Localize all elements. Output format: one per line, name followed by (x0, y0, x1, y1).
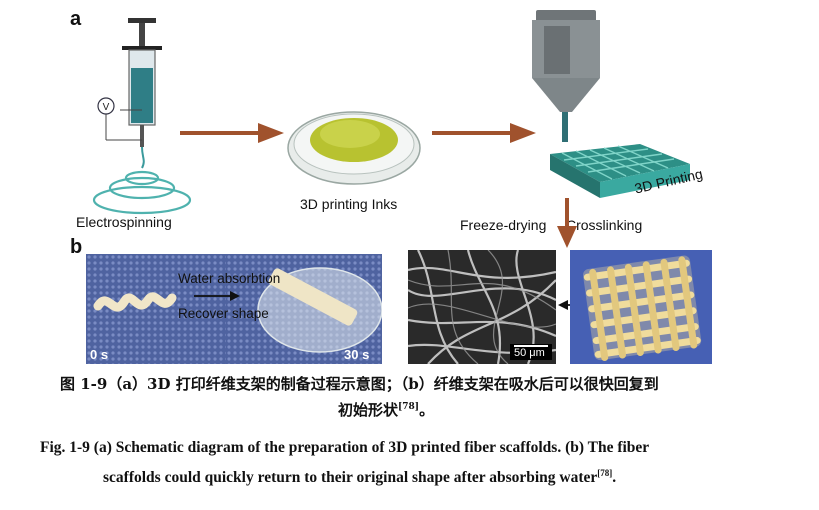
timestamp-0s: 0 s (90, 347, 109, 362)
mesh-background-2 (226, 254, 382, 364)
arrow-right-icon (194, 291, 240, 301)
syringe-solution (131, 68, 153, 123)
caption-en-text: scaffolds could quickly return to their … (103, 469, 598, 486)
printer-nozzle (562, 112, 568, 142)
mesh-background (86, 254, 226, 364)
photo-0s: 0 s (86, 254, 226, 364)
label-crosslinking: Crosslinking (566, 217, 643, 233)
printer-cone (532, 78, 600, 112)
scaffold-side-right (600, 164, 690, 198)
label-recover-shape: Recover shape (178, 306, 269, 321)
3d-printer-illustration (532, 10, 690, 198)
fiber-spiral-2 (108, 176, 176, 200)
arrow-2-icon (432, 123, 536, 143)
sem-fibers (408, 250, 556, 364)
caption-en-line2: scaffolds could quickly return to their … (103, 467, 617, 487)
scaffold-side-left (550, 154, 600, 198)
recovered-scaffold (268, 268, 358, 326)
scale-bar-label: 50 μm (514, 347, 545, 359)
arrow-down-icon (557, 198, 577, 248)
caption-cn-line1: 图 1-9（a）3D 打印纤维支架的制备过程示意图；（b）纤维支架在吸水后可以很… (60, 375, 659, 393)
caption-en-line1: Fig. 1-9 (a) Schematic diagram of the pr… (40, 439, 650, 456)
syringe-needle (140, 125, 144, 147)
voltage-source-icon (97, 97, 115, 115)
label-freeze-drying: Freeze-drying (460, 217, 547, 233)
petri-dish-illustration (287, 111, 421, 185)
fiber-jet (141, 146, 145, 169)
scaffold-top (550, 144, 690, 182)
label-printing-inks: 3D printing Inks (300, 196, 398, 212)
lattice-scaffold (570, 250, 712, 364)
electrospinning-illustration: V (92, 18, 192, 215)
fiber-spiral-3 (92, 185, 192, 215)
syringe-plunger-handle (128, 18, 156, 23)
photo-30s: 30 s (226, 254, 382, 364)
syringe-plunger-rod (139, 23, 145, 47)
printer-cap (536, 10, 596, 22)
caption-cn-line2: 初始形状[78]。 (338, 399, 434, 420)
caption-cn-text: 初始形状 (338, 401, 399, 419)
label-water-absorption: Water absorbtion (178, 271, 281, 286)
timestamp-30s: 30 s (344, 347, 370, 362)
compressed-scaffold (93, 292, 177, 312)
voltage-symbol: V (103, 102, 110, 113)
panel-a-letter: a (70, 8, 82, 30)
caption-cn-ref: [78] (398, 402, 420, 412)
caption-cn-end: 。 (419, 401, 435, 419)
sem-image: 50 μm (408, 250, 556, 364)
label-electrospinning: Electrospinning (76, 214, 172, 230)
syringe-flange (122, 46, 162, 50)
caption-en-end: . (612, 469, 617, 486)
caption-en-ref: [78] (597, 467, 613, 478)
scaffold-grid (561, 145, 675, 180)
scaffold-photo (570, 250, 712, 364)
ink-powder-highlight (320, 120, 380, 148)
arrow-1-icon (180, 123, 284, 143)
panel-b-letter: b (70, 236, 83, 258)
scale-bar-box (510, 344, 552, 360)
fiber-spiral-1 (124, 170, 160, 186)
printer-cartridge-shade (544, 26, 570, 74)
